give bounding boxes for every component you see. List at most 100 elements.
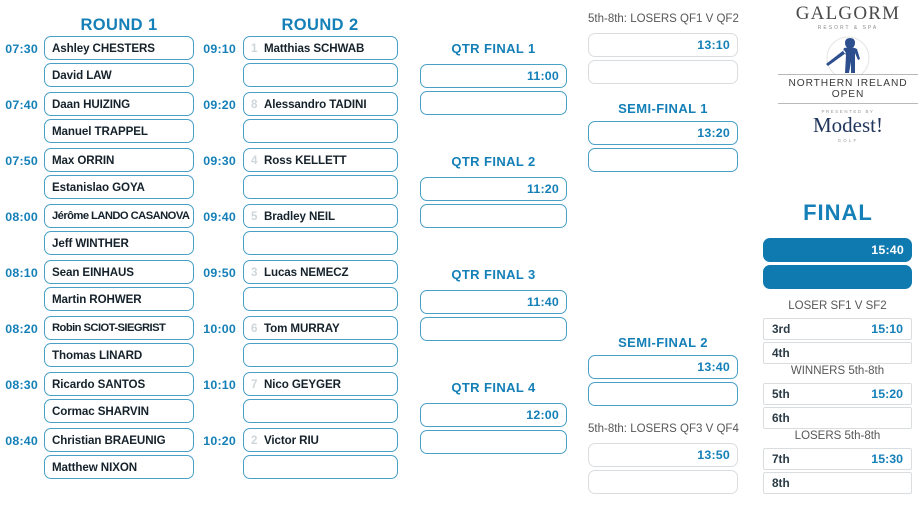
qtr-final-slot[interactable] — [420, 204, 567, 228]
qtr-final-time: 11:40 — [526, 295, 559, 309]
round1-player-slot[interactable]: Ashley CHESTERS — [44, 36, 194, 60]
semis-column-slot[interactable]: 13:20 — [588, 121, 738, 145]
seed-number: 7 — [251, 377, 258, 391]
round1-player-slot[interactable]: David LAW — [44, 63, 194, 87]
logo-presented-by: PRESENTED BY — [821, 109, 875, 114]
semis-column-title: SEMI-FINAL 1 — [618, 101, 708, 116]
round1-player-slot[interactable]: Martin ROHWER — [44, 287, 194, 311]
player-name: Jeff WINTHER — [52, 236, 129, 250]
semis-column-slot[interactable] — [588, 470, 738, 494]
player-name: Christian BRAEUNIG — [52, 433, 166, 447]
seed-number: 5 — [251, 209, 258, 223]
round2-player-slot[interactable] — [243, 287, 398, 311]
final-slot[interactable]: 15:40 — [763, 238, 912, 262]
round2-player-slot[interactable] — [243, 343, 398, 367]
semis-column-slot[interactable] — [588, 382, 738, 406]
seed-number: 1 — [251, 41, 258, 55]
player-name: Manuel TRAPPEL — [52, 124, 148, 138]
round1-player-slot[interactable]: Daan HUIZING — [44, 92, 194, 116]
final-slot[interactable] — [763, 265, 912, 289]
semis-column-slot[interactable]: 13:50 — [588, 443, 738, 467]
player-name: Bradley NEIL — [264, 209, 335, 223]
logo-brand-subtitle: RESORT & SPA — [817, 25, 879, 31]
logo-sponsor-subtitle: GOLF — [837, 138, 859, 143]
placement-time: 15:30 — [871, 452, 903, 466]
qtr-final-slot[interactable] — [420, 91, 567, 115]
round1-player-slot[interactable]: Ricardo SANTOS — [44, 372, 194, 396]
semis-column-title: 5th-8th: LOSERS QF3 V QF4 — [588, 423, 739, 435]
qtr-final-slot[interactable]: 11:20 — [420, 177, 567, 201]
player-name: Thomas LINARD — [52, 348, 143, 362]
placement-label: 4th — [772, 346, 790, 360]
placement-group-heading: LOSER SF1 V SF2 — [788, 300, 887, 312]
player-name: Max ORRIN — [52, 153, 115, 167]
semis-column-title: SEMI-FINAL 2 — [618, 335, 708, 350]
placement-time: 15:20 — [871, 387, 903, 401]
player-name: Alessandro TADINI — [264, 97, 367, 111]
round2-player-slot[interactable] — [243, 63, 398, 87]
round2-player-slot[interactable] — [243, 231, 398, 255]
round2-player-slot[interactable] — [243, 175, 398, 199]
qtr-final-time: 11:00 — [526, 69, 559, 83]
qtr-final-slot[interactable] — [420, 430, 567, 454]
placement-label: 5th — [772, 387, 790, 401]
column-header-round2: ROUND 2 — [281, 16, 359, 34]
round1-player-slot[interactable]: Manuel TRAPPEL — [44, 119, 194, 143]
round2-match-time: 10:10 — [203, 378, 236, 392]
placement-row[interactable]: 4th — [763, 342, 912, 364]
round1-player-slot[interactable]: Thomas LINARD — [44, 343, 194, 367]
column-header-final: FINAL — [803, 200, 873, 225]
round1-player-slot[interactable]: Matthew NIXON — [44, 455, 194, 479]
placement-row[interactable]: 5th 15:20 — [763, 383, 912, 405]
logo-brand-name: GALGORM — [795, 3, 901, 24]
placement-group-heading: LOSERS 5th-8th — [794, 430, 881, 442]
round2-player-slot[interactable] — [243, 119, 398, 143]
round1-player-slot[interactable]: Cormac SHARVIN — [44, 399, 194, 423]
qtr-final-slot[interactable]: 11:40 — [420, 290, 567, 314]
qtr-final-time: 11:20 — [526, 182, 559, 196]
player-name: Robin SCIOT-SIEGRIST — [52, 322, 166, 334]
placement-row[interactable]: 8th — [763, 472, 912, 494]
qtr-final-slot[interactable] — [420, 317, 567, 341]
round1-match-time: 07:40 — [5, 98, 38, 112]
round1-player-slot[interactable]: Jeff WINTHER — [44, 231, 194, 255]
round2-match-time: 09:30 — [203, 154, 236, 168]
seed-number: 3 — [251, 265, 258, 279]
placement-group-heading: WINNERS 5th-8th — [790, 365, 885, 377]
player-name: Ricardo SANTOS — [52, 377, 146, 391]
semis-column-slot[interactable] — [588, 60, 738, 84]
semis-column-slot[interactable]: 13:40 — [588, 355, 738, 379]
golfer-silhouette-icon — [778, 32, 918, 80]
round1-player-slot[interactable]: Estanislao GOYA — [44, 175, 194, 199]
qtr-final-slot[interactable]: 12:00 — [420, 403, 567, 427]
round1-player-slot[interactable]: Christian BRAEUNIG — [44, 428, 194, 452]
placement-label: 3rd — [772, 322, 791, 336]
seed-number: 2 — [251, 433, 258, 447]
player-name: Ashley CHESTERS — [52, 41, 155, 55]
semis-column-slot[interactable] — [588, 148, 738, 172]
round1-match-time: 08:40 — [5, 434, 38, 448]
round2-player-slot[interactable] — [243, 399, 398, 423]
round2-match-time: 09:20 — [203, 98, 236, 112]
qtr-final-slot[interactable]: 11:00 — [420, 64, 567, 88]
round1-player-slot[interactable]: Max ORRIN — [44, 148, 194, 172]
placement-row[interactable]: 6th — [763, 407, 912, 429]
round1-player-slot[interactable]: Jérôme LANDO CASANOVA — [44, 204, 194, 228]
semis-column-slot[interactable]: 13:10 — [588, 33, 738, 57]
logo-event-name: NORTHERN IRELAND OPEN — [778, 74, 918, 104]
round1-player-slot[interactable]: Sean EINHAUS — [44, 260, 194, 284]
round2-player-slot[interactable]: 5 Bradley NEIL — [243, 204, 398, 228]
round2-match-time: 09:40 — [203, 210, 236, 224]
round2-player-slot[interactable] — [243, 455, 398, 479]
round1-player-slot[interactable]: Robin SCIOT-SIEGRIST — [44, 316, 194, 340]
